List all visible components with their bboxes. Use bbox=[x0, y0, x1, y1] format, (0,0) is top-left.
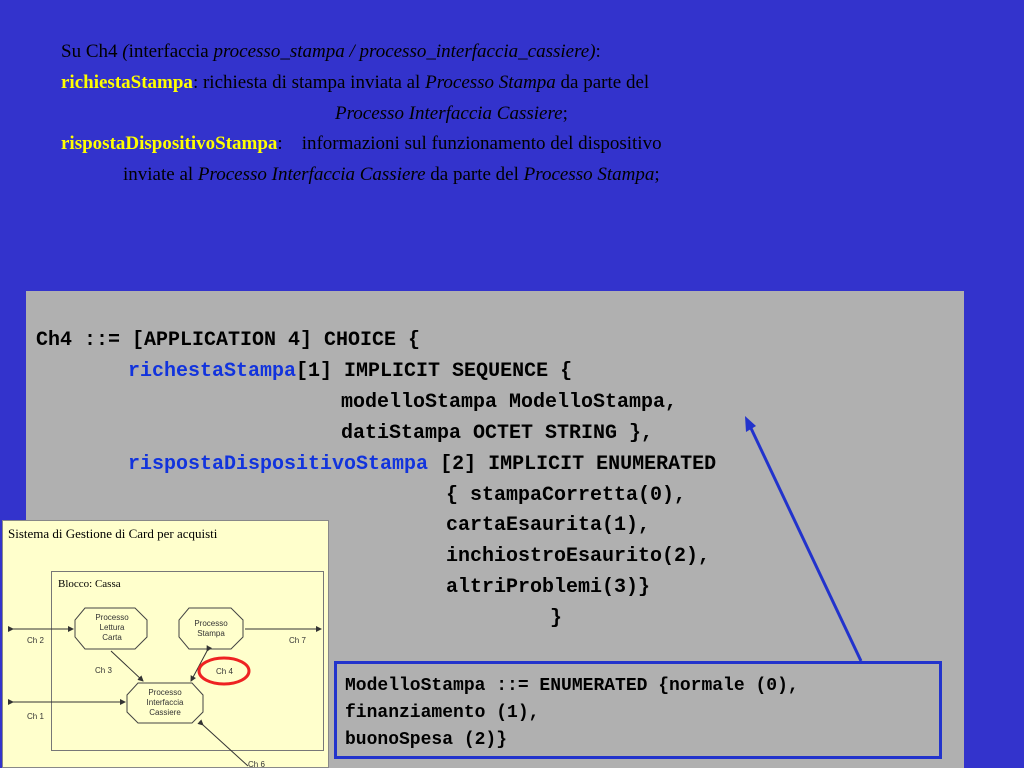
code-line-4: datiStampa OCTET STRING }, bbox=[341, 422, 654, 445]
svg-text:Ch 6: Ch 6 bbox=[248, 760, 265, 768]
code-line-1: Ch4 ::= [APPLICATION 4] CHOICE { bbox=[36, 329, 421, 352]
svg-text:Processo: Processo bbox=[194, 619, 228, 628]
blocco-title: Blocco: Cassa bbox=[58, 578, 121, 590]
code-line-10: } bbox=[550, 607, 563, 630]
code-line-9: altriProblemi(3)} bbox=[446, 576, 651, 599]
process-interfaccia-cassiere bbox=[126, 682, 204, 724]
def-line-2: finanziamento (1), bbox=[345, 703, 540, 723]
svg-text:Ch 7: Ch 7 bbox=[289, 636, 306, 645]
svg-text:Interfaccia: Interfaccia bbox=[147, 698, 184, 707]
intro-line-2: richiestaStampa: richiesta di stampa inv… bbox=[61, 72, 650, 93]
diagram-graphics: Processo Lettura Carta Processo Stampa P… bbox=[8, 607, 322, 768]
modellostampa-definition-box: ModelloStampa ::= ENUMERATED {normale (0… bbox=[334, 661, 942, 759]
svg-text:Ch 2: Ch 2 bbox=[27, 636, 44, 645]
code-line-2: richestaStampa[1] IMPLICIT SEQUENCE { bbox=[128, 360, 573, 383]
intro-line-1: Su Ch4 (interfaccia processo_stampa / pr… bbox=[61, 41, 601, 62]
process-stampa bbox=[178, 607, 244, 650]
code-line-8: inchiostroEsaurito(2), bbox=[446, 545, 711, 568]
code-line-6: { stampaCorretta(0), bbox=[446, 484, 687, 507]
process-lettura-carta bbox=[74, 607, 148, 650]
svg-text:Lettura: Lettura bbox=[100, 623, 125, 632]
svg-text:Ch 1: Ch 1 bbox=[27, 712, 44, 721]
code-line-5: rispostaDispositivoStampa [2] IMPLICIT E… bbox=[128, 453, 717, 476]
svg-text:Stampa: Stampa bbox=[197, 629, 225, 638]
svg-text:Ch 3: Ch 3 bbox=[95, 666, 112, 675]
svg-text:Ch 4: Ch 4 bbox=[216, 667, 233, 676]
def-line-1: ModelloStampa ::= ENUMERATED {normale (0… bbox=[345, 676, 799, 696]
def-line-3: buonoSpesa (2)} bbox=[345, 730, 508, 750]
system-diagram: Sistema di Gestione di Card per acquisti… bbox=[2, 520, 329, 768]
svg-text:Processo: Processo bbox=[95, 613, 129, 622]
intro-line-5: inviate al Processo Interfaccia Cassiere… bbox=[123, 164, 660, 185]
intro-line-4: rispostaDispositivoStampa: informazioni … bbox=[61, 133, 662, 154]
ch4-highlight bbox=[197, 656, 251, 686]
code-line-7: cartaEsaurita(1), bbox=[446, 514, 651, 537]
svg-text:Carta: Carta bbox=[102, 633, 122, 642]
svg-text:Processo: Processo bbox=[148, 688, 182, 697]
svg-text:Cassiere: Cassiere bbox=[149, 708, 181, 717]
code-line-3: modelloStampa ModelloStampa, bbox=[341, 391, 678, 414]
diagram-title: Sistema di Gestione di Card per acquisti bbox=[8, 526, 218, 541]
intro-line-3: Processo Interfaccia Cassiere; bbox=[335, 103, 568, 124]
